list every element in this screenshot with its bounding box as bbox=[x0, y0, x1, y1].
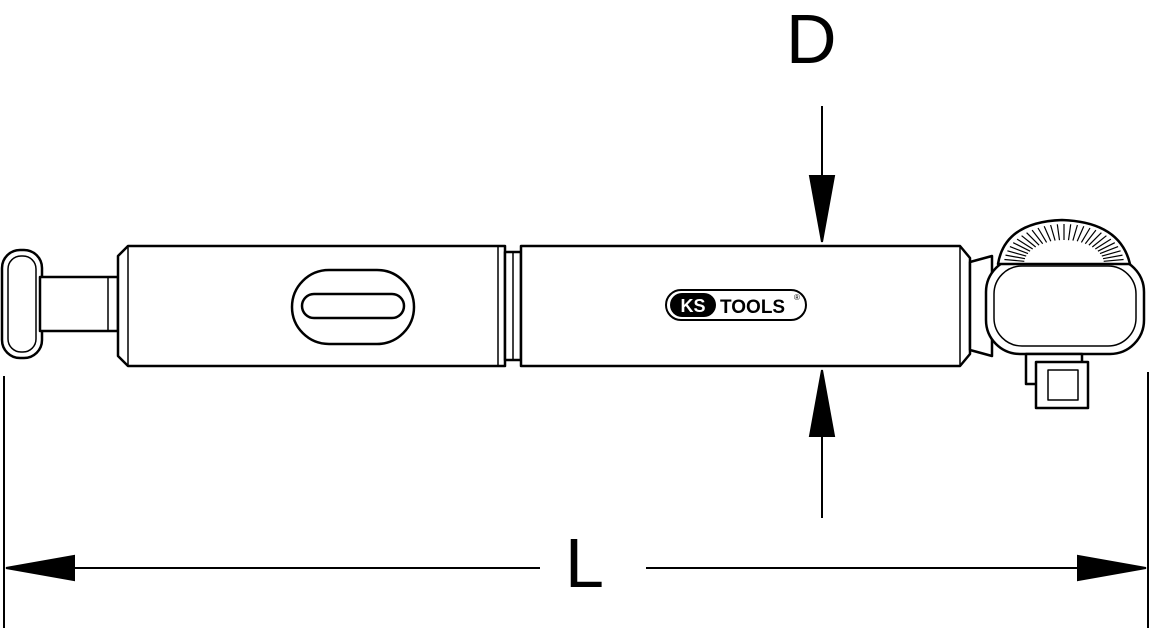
dimension-l bbox=[3, 372, 1149, 628]
knurl-line bbox=[1076, 225, 1085, 242]
knurl-line bbox=[1072, 224, 1078, 241]
knurl-line bbox=[1012, 242, 1031, 252]
knurl-line bbox=[1067, 224, 1072, 241]
knurl-line bbox=[1097, 242, 1116, 252]
knurl-line bbox=[1050, 224, 1056, 241]
knurl-line bbox=[1102, 254, 1123, 260]
knurl-line bbox=[1094, 238, 1112, 250]
knurl-line bbox=[1043, 225, 1052, 242]
knurl-line bbox=[1056, 224, 1061, 241]
tube-collar bbox=[503, 250, 523, 362]
knurl-line bbox=[1080, 227, 1091, 243]
dimension-l-right-arrow bbox=[1077, 554, 1147, 582]
knurl-line bbox=[1016, 238, 1034, 250]
dimension-l-left-arrow bbox=[5, 554, 75, 582]
dimension-d bbox=[808, 106, 836, 518]
knob-stem bbox=[38, 275, 120, 333]
knurl-line bbox=[1031, 229, 1044, 245]
knurl-line bbox=[1009, 246, 1029, 255]
knurl-line bbox=[1084, 229, 1097, 245]
reversing-knob bbox=[996, 218, 1132, 266]
ratchet-head bbox=[984, 256, 1146, 356]
end-knob bbox=[0, 248, 44, 360]
knurl-line bbox=[1021, 235, 1037, 248]
logo-suffix: TOOLS bbox=[720, 297, 785, 318]
dimension-d-upper-arrow bbox=[808, 175, 836, 243]
dimension-d-lower-arrow bbox=[808, 369, 836, 437]
square-drive bbox=[1024, 352, 1090, 410]
knurl-line bbox=[1007, 250, 1027, 257]
knurl-line bbox=[1088, 232, 1102, 246]
knurl-line bbox=[1101, 250, 1121, 257]
logo-prefix: KS bbox=[680, 296, 705, 316]
knurl-line bbox=[1037, 227, 1048, 243]
knurl-line bbox=[1091, 235, 1107, 248]
brand-logo: KS TOOLS ® bbox=[665, 289, 807, 321]
scale-window bbox=[290, 268, 416, 346]
knurl-line bbox=[1099, 246, 1119, 255]
registered-mark: ® bbox=[794, 293, 800, 302]
dimension-l-label: L bbox=[565, 524, 604, 602]
knurl-line bbox=[1004, 258, 1025, 262]
dimension-d-label: D bbox=[786, 0, 837, 78]
knurl-line bbox=[1103, 258, 1124, 262]
knurl-line bbox=[1026, 232, 1040, 246]
knurl-line bbox=[1005, 254, 1026, 260]
